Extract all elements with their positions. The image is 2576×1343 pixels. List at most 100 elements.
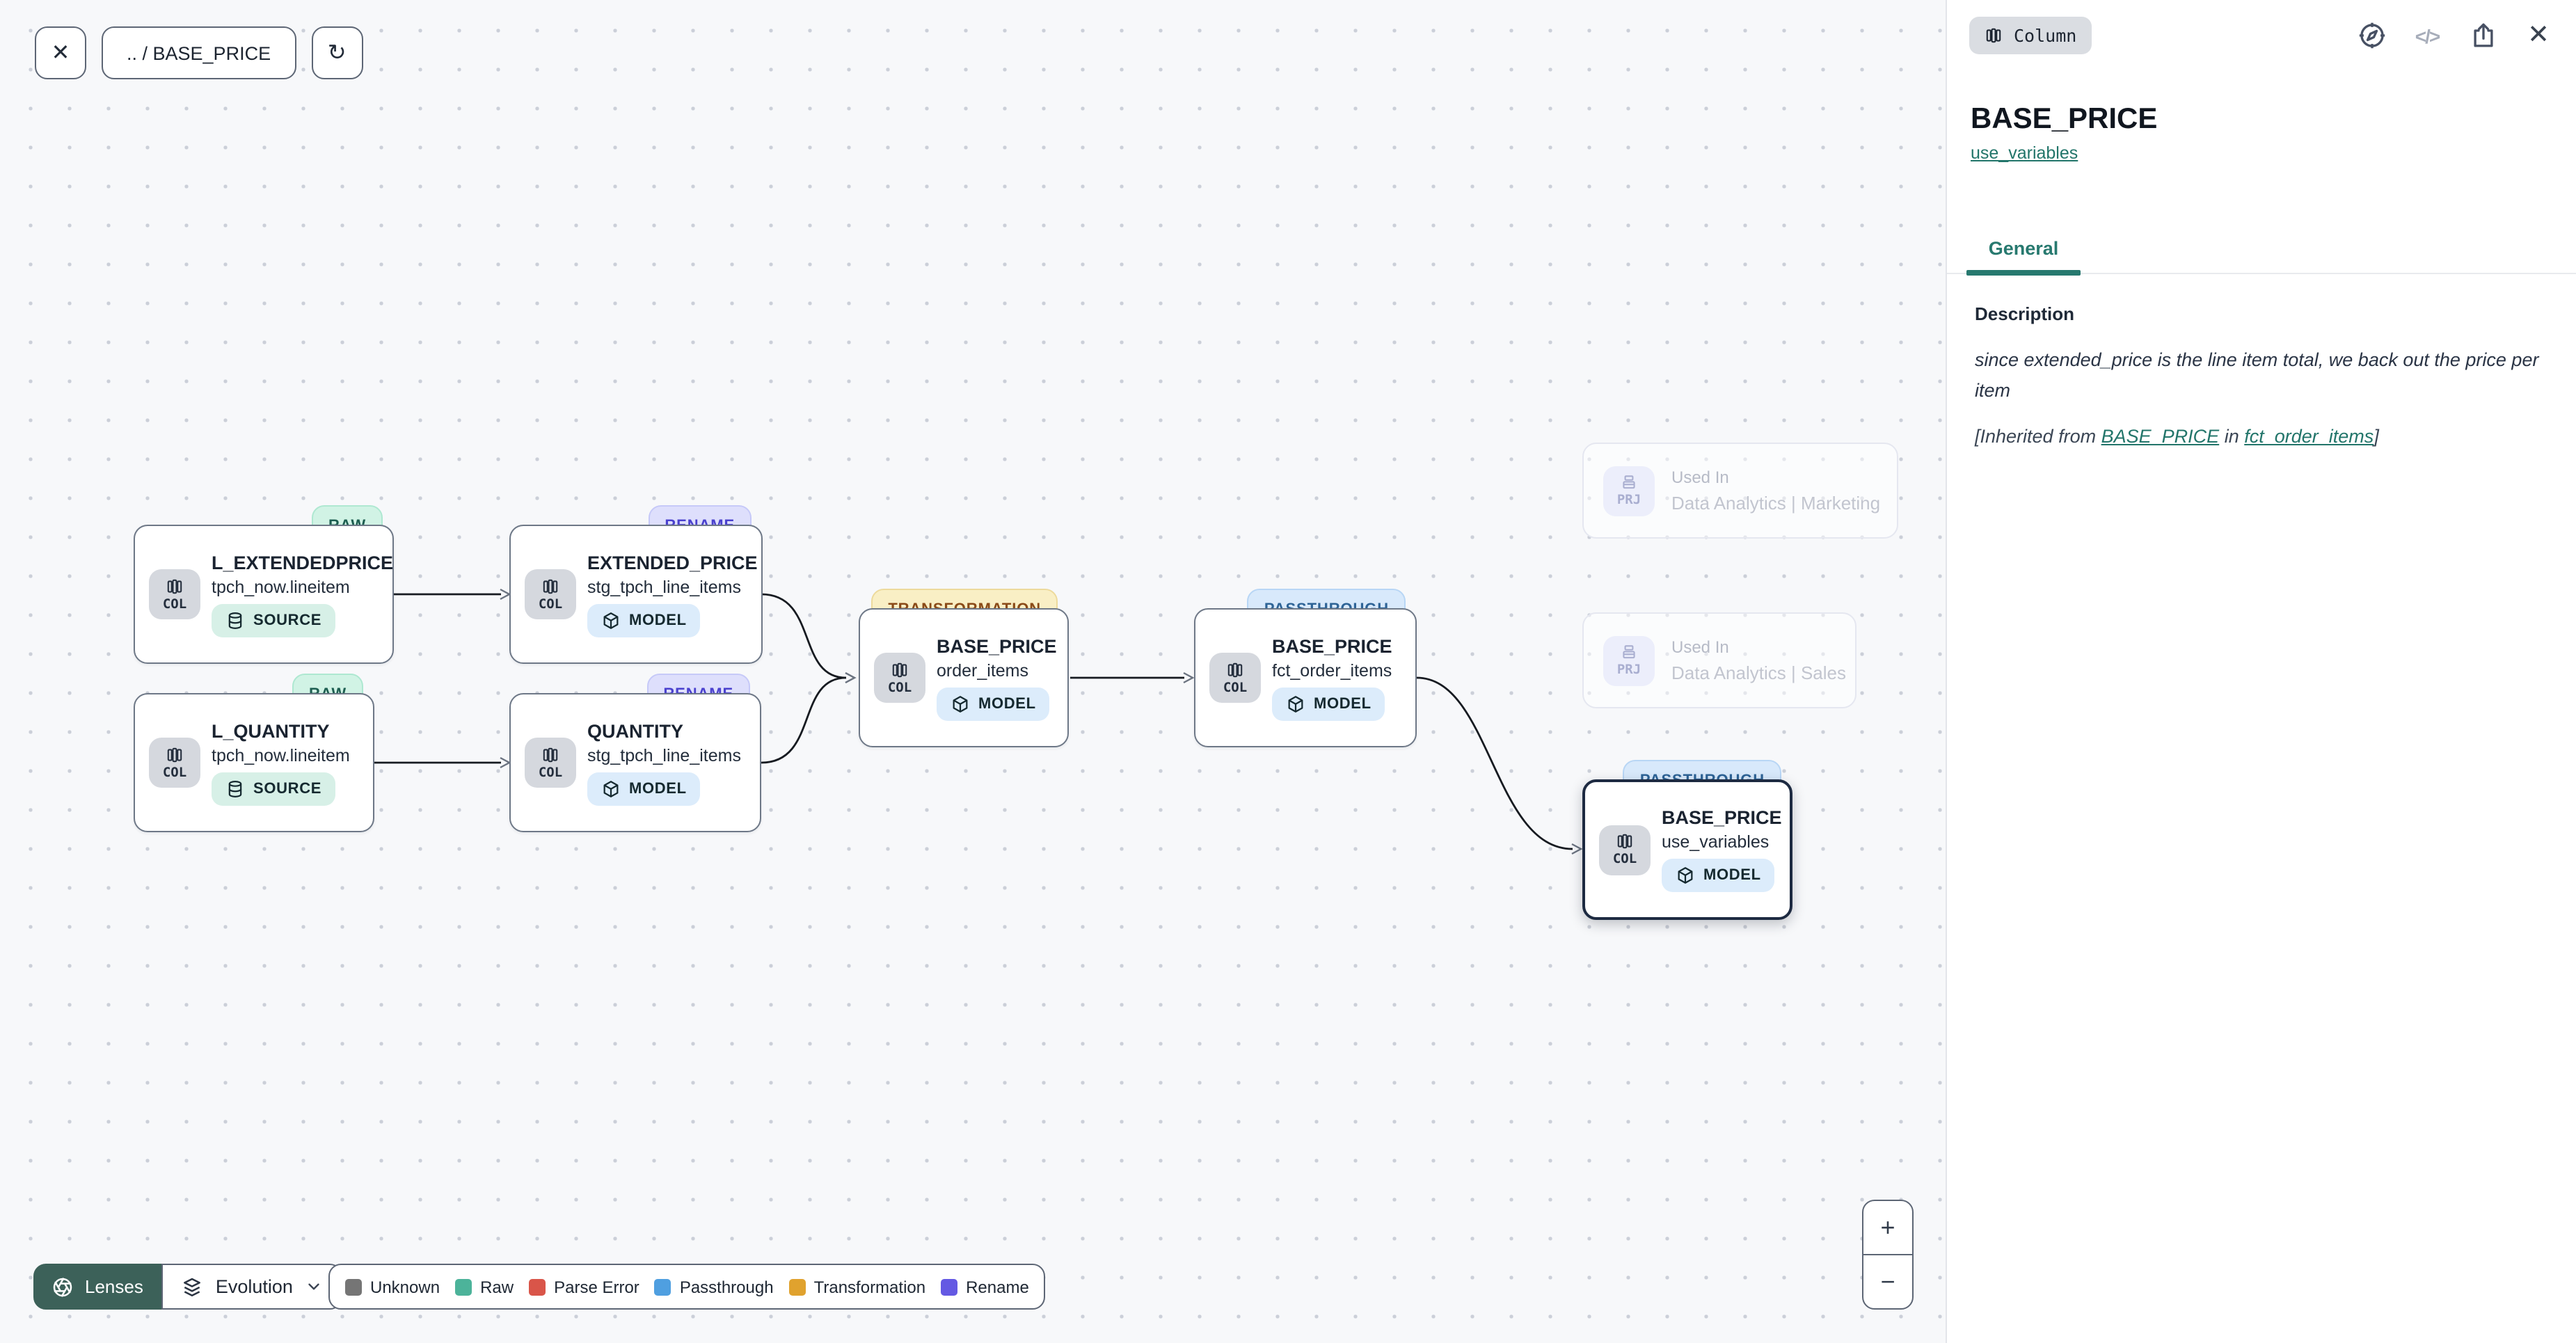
active-tab-indicator bbox=[1966, 270, 2081, 276]
code-icon[interactable]: </> bbox=[2415, 24, 2441, 47]
columns-icon bbox=[541, 745, 559, 763]
aperture-icon bbox=[51, 1276, 74, 1298]
inherited-column-link[interactable]: BASE_PRICE bbox=[2101, 426, 2220, 447]
legend-item: Passthrough bbox=[654, 1277, 774, 1296]
columns-icon bbox=[1985, 26, 2003, 45]
inherited-model-link[interactable]: fct_order_items bbox=[2244, 426, 2374, 447]
close-panel-icon[interactable]: ✕ bbox=[2527, 21, 2550, 50]
cube-icon bbox=[601, 779, 621, 798]
columns-icon bbox=[891, 660, 909, 678]
close-icon: ✕ bbox=[51, 42, 70, 65]
legend-swatch bbox=[654, 1278, 671, 1295]
node-l-quantity[interactable]: RAW COL L_QUANTITY tpch_now.lineitem SOU… bbox=[134, 674, 374, 832]
legend-item: Rename bbox=[941, 1277, 1029, 1296]
panel-title: BASE_PRICE bbox=[1971, 103, 2158, 136]
share-icon[interactable] bbox=[2466, 19, 2499, 52]
project-chip: PRJ bbox=[1603, 635, 1655, 685]
kind-pill: MODEL bbox=[937, 687, 1050, 720]
refresh-button[interactable]: ↻ bbox=[311, 26, 363, 79]
layers-icon bbox=[181, 1276, 203, 1298]
node-subtitle: use_variables bbox=[1662, 832, 1770, 852]
columns-icon bbox=[541, 577, 559, 595]
node-l-extendedprice[interactable]: RAW COL L_EXTENDEDPRICE tpch_now.lineite… bbox=[134, 505, 394, 664]
node-subtitle: tpch_now.lineitem bbox=[212, 745, 350, 765]
close-lineage-button[interactable]: ✕ bbox=[35, 26, 86, 79]
node-title: L_QUANTITY bbox=[212, 720, 330, 741]
breadcrumb[interactable]: .. / BASE_PRICE bbox=[102, 26, 296, 79]
legend-item: Transformation bbox=[788, 1277, 925, 1296]
lineage-edge bbox=[1416, 676, 1583, 855]
database-icon bbox=[225, 610, 245, 630]
description-label: Description bbox=[1975, 303, 2075, 324]
legend-item: Parse Error bbox=[529, 1277, 639, 1296]
lineage-canvas[interactable]: ✕ .. / BASE_PRICE ↻ RAW COL L_EXTENDEDPR… bbox=[0, 0, 1946, 1343]
entity-type-badge: Column bbox=[1969, 17, 2092, 54]
column-chip: COL bbox=[149, 738, 200, 788]
zoom-out-button[interactable]: − bbox=[1863, 1254, 1912, 1308]
description-text: since extended_price is the line item to… bbox=[1975, 349, 2539, 402]
lens-select[interactable]: Evolution bbox=[161, 1264, 343, 1310]
zoom-in-button[interactable]: + bbox=[1880, 1213, 1895, 1241]
node-base-price-use-variables[interactable]: PASSTHROUGH COL BASE_PRICE use_variables… bbox=[1582, 760, 1792, 920]
legend-swatch bbox=[529, 1278, 546, 1295]
lens-controls: Lenses Evolution bbox=[33, 1264, 343, 1310]
kind-pill: SOURCE bbox=[212, 603, 336, 637]
node-title: BASE_PRICE bbox=[1662, 807, 1782, 828]
lenses-button[interactable]: Lenses bbox=[33, 1264, 161, 1310]
zoom-controls: + − bbox=[1862, 1200, 1914, 1310]
node-title: EXTENDED_PRICE bbox=[587, 552, 758, 573]
column-chip: COL bbox=[525, 569, 576, 619]
kind-pill: MODEL bbox=[1272, 687, 1385, 720]
legend-item: Raw bbox=[455, 1277, 514, 1296]
column-chip: COL bbox=[874, 653, 925, 703]
explore-compass-icon[interactable] bbox=[2355, 19, 2388, 52]
model-link[interactable]: use_variables bbox=[1971, 143, 2078, 163]
database-icon bbox=[225, 779, 245, 798]
project-chip: PRJ bbox=[1603, 466, 1655, 516]
legend-swatch bbox=[788, 1278, 806, 1295]
column-chip: COL bbox=[525, 738, 576, 788]
node-title: L_EXTENDEDPRICE bbox=[212, 552, 394, 573]
refresh-icon: ↻ bbox=[327, 42, 347, 65]
node-subtitle: tpch_now.lineitem bbox=[212, 577, 350, 596]
used-in-project: Data Analytics | Marketing bbox=[1671, 493, 1881, 514]
used-in-card-marketing: PRJ Used In Data Analytics | Marketing bbox=[1582, 443, 1898, 539]
chevron-down-icon bbox=[305, 1278, 324, 1296]
node-base-price-fct-order-items[interactable]: PASSTHROUGH COL BASE_PRICE fct_order_ite… bbox=[1194, 589, 1417, 747]
kind-pill: MODEL bbox=[587, 603, 701, 637]
cube-icon bbox=[951, 694, 970, 713]
project-icon bbox=[1620, 643, 1638, 661]
used-in-label: Used In bbox=[1671, 468, 1729, 487]
lineage-legend: Unknown Raw Parse Error Passthrough Tran… bbox=[328, 1264, 1046, 1310]
columns-icon bbox=[1226, 660, 1244, 678]
node-title: BASE_PRICE bbox=[1272, 635, 1392, 656]
node-subtitle: order_items bbox=[937, 660, 1028, 680]
used-in-card-sales: PRJ Used In Data Analytics | Sales bbox=[1582, 612, 1857, 708]
node-subtitle: stg_tpch_line_items bbox=[587, 577, 741, 596]
columns-icon bbox=[166, 577, 184, 595]
column-chip: COL bbox=[1209, 653, 1261, 703]
canvas-toolbar: ✕ .. / BASE_PRICE ↻ bbox=[35, 26, 363, 79]
column-chip: COL bbox=[1599, 825, 1651, 875]
node-subtitle: fct_order_items bbox=[1272, 660, 1392, 680]
columns-icon bbox=[1616, 832, 1634, 850]
lineage-edge bbox=[761, 593, 857, 684]
used-in-label: Used In bbox=[1671, 637, 1729, 657]
node-base-price-order-items[interactable]: TRANSFORMATION COL BASE_PRICE order_item… bbox=[859, 589, 1069, 747]
node-title: QUANTITY bbox=[587, 720, 683, 741]
used-in-project: Data Analytics | Sales bbox=[1671, 662, 1846, 683]
columns-icon bbox=[166, 745, 184, 763]
node-quantity[interactable]: RENAME COL QUANTITY stg_tpch_line_items … bbox=[509, 674, 761, 832]
node-extended-price[interactable]: RENAME COL EXTENDED_PRICE stg_tpch_line_… bbox=[509, 505, 763, 664]
node-subtitle: stg_tpch_line_items bbox=[587, 745, 741, 765]
cube-icon bbox=[601, 610, 621, 630]
legend-swatch bbox=[345, 1278, 362, 1295]
kind-pill: MODEL bbox=[587, 772, 701, 805]
detail-panel: Column </> ✕ BASE_PRICE use_variables Ge… bbox=[1946, 0, 2576, 1343]
tab-general[interactable]: General bbox=[1988, 237, 2059, 258]
node-title: BASE_PRICE bbox=[937, 635, 1057, 656]
panel-tabs: General bbox=[1947, 223, 2576, 276]
legend-swatch bbox=[455, 1278, 472, 1295]
column-chip: COL bbox=[149, 569, 200, 619]
